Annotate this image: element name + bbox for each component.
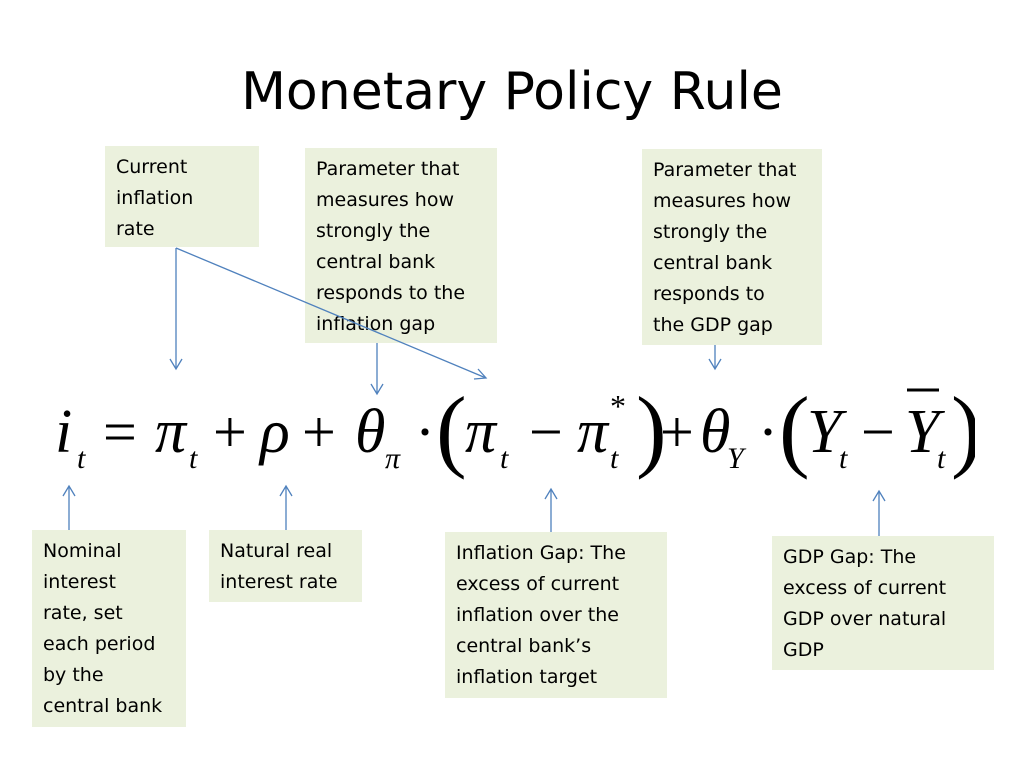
eq-sub-t-1: t	[77, 442, 86, 475]
eq-Y-bar: Y	[905, 398, 945, 466]
callout-inflation-gap: Inflation Gap: The excess of current inf…	[445, 532, 667, 698]
eq-sup-star: *	[610, 388, 626, 424]
arrow-nominal-rate	[62, 484, 76, 530]
eq-minus-1: −	[529, 399, 563, 465]
eq-dot-1: ·	[415, 399, 435, 465]
eq-plus-1: +	[213, 399, 247, 465]
eq-lparen-1: (	[436, 378, 467, 480]
eq-rparen-2: )	[951, 378, 975, 480]
callout-nominal-rate: Nominal interest rate, set each period b…	[32, 530, 186, 727]
eq-sub-t-3: t	[500, 442, 509, 475]
eq-plus-2: +	[302, 399, 336, 465]
arrow-inflation-gap	[544, 487, 558, 532]
callout-theta-pi: Parameter that measures how strongly the…	[305, 148, 497, 343]
eq-theta-1: θ	[355, 398, 385, 466]
eq-sub-t-5: t	[839, 442, 848, 475]
eq-sub-t-6: t	[937, 442, 946, 475]
arrow-current-inflation-to-pi	[169, 248, 183, 371]
callout-theta-y: Parameter that measures how strongly the…	[642, 149, 822, 345]
eq-equals: =	[103, 399, 137, 465]
callout-gdp-gap: GDP Gap: The excess of current GDP over …	[772, 536, 994, 670]
eq-sub-t-4: t	[610, 442, 619, 475]
eq-sub-t-2: t	[189, 442, 198, 475]
slide-title: Monetary Policy Rule	[241, 62, 783, 122]
eq-lparen-2: (	[779, 378, 810, 480]
eq-pi-1: π	[155, 398, 188, 466]
eq-i: i	[55, 398, 72, 466]
arrow-current-inflation-to-gap-pi	[175, 247, 488, 380]
callout-natural-rate: Natural real interest rate	[209, 530, 362, 602]
eq-Y-1: Y	[807, 398, 847, 466]
eq-sub-pi: π	[385, 442, 401, 475]
eq-pi-2: π	[465, 398, 498, 466]
eq-rho: ρ	[258, 398, 290, 466]
policy-rule-equation: i t = π t + ρ + θ π · ( π t − π * t ) + …	[55, 378, 975, 480]
eq-minus-2: −	[861, 399, 895, 465]
eq-sub-y: Y	[727, 442, 747, 475]
eq-theta-2: θ	[700, 398, 730, 466]
arrow-gdp-gap	[872, 489, 886, 536]
arrow-natural-rate	[279, 484, 293, 530]
eq-plus-3: +	[660, 399, 694, 465]
eq-dot-2: ·	[758, 399, 778, 465]
eq-pi-3: π	[577, 398, 610, 466]
arrow-theta-y-box	[708, 345, 722, 371]
eq-rparen-1: )	[636, 378, 667, 480]
arrow-theta-pi-box	[370, 343, 384, 396]
callout-current-inflation: Current inflation rate	[105, 146, 259, 247]
